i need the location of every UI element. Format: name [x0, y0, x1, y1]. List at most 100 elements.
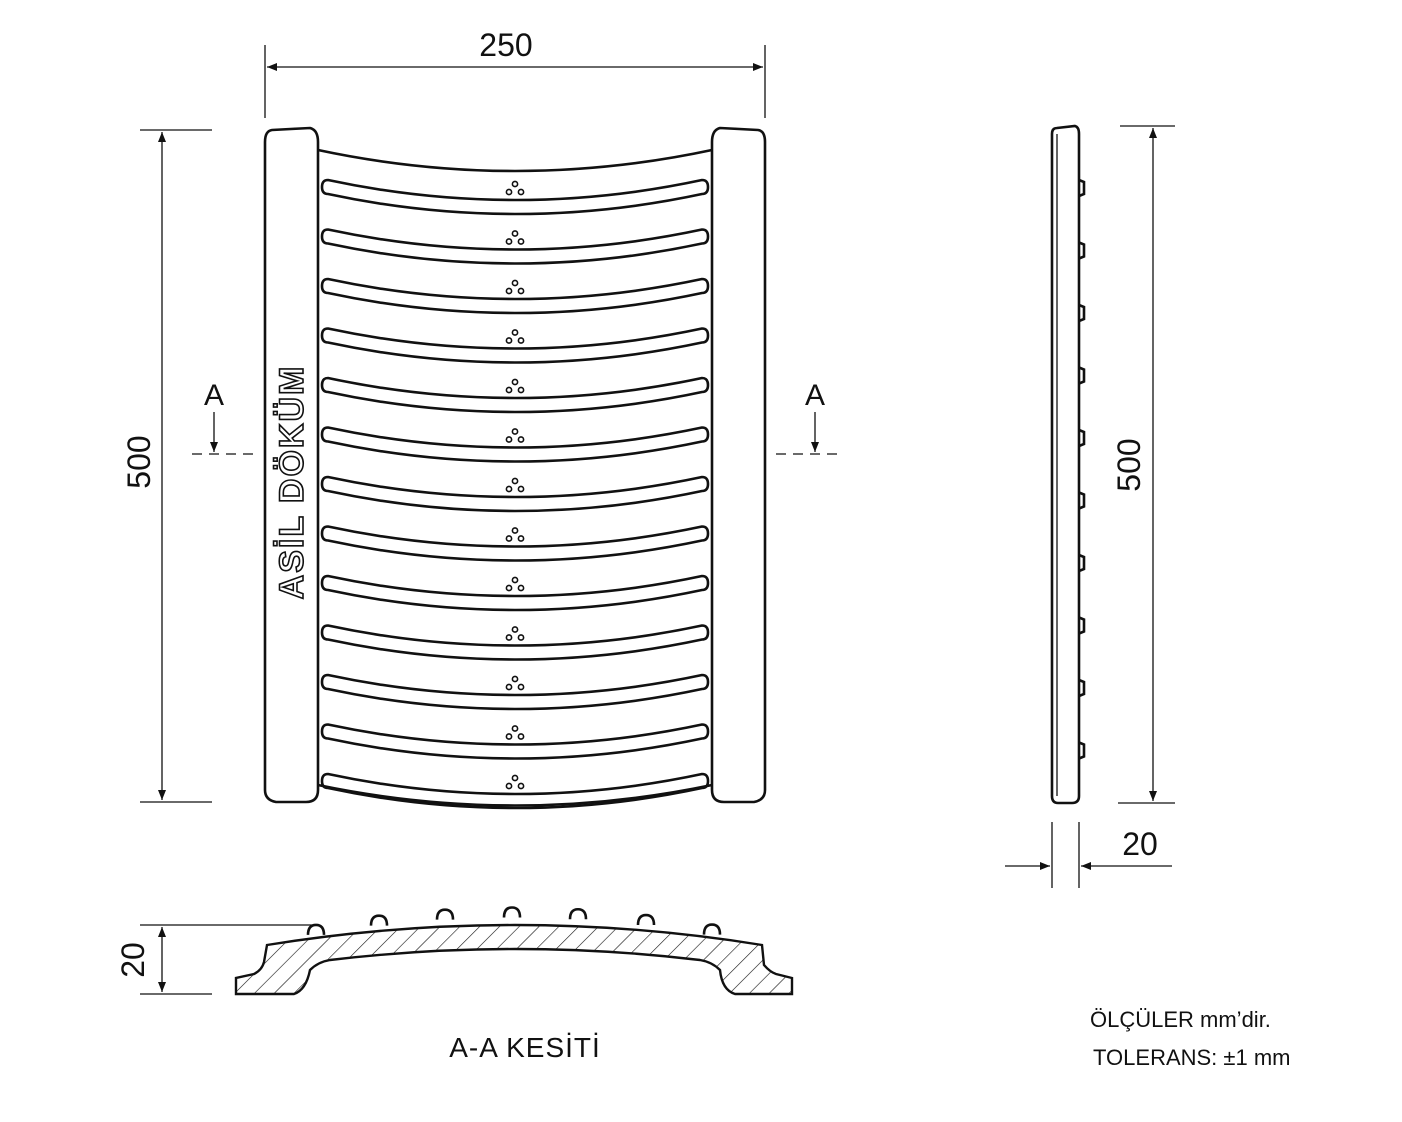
slot	[320, 574, 710, 612]
logo-dot	[511, 329, 519, 336]
slot	[320, 723, 710, 760]
logo-dot	[511, 477, 519, 485]
section-profile	[234, 923, 794, 996]
grate-slots	[320, 178, 710, 810]
section-view: 20 A-A KESİTİ	[115, 906, 794, 1063]
logo-dot	[511, 725, 519, 732]
slot-outline	[320, 228, 710, 265]
front-view: 250 500 ASİL DÖKÜM A A	[121, 27, 840, 810]
logo-dot	[505, 485, 513, 493]
logo-dot	[517, 337, 525, 344]
logo-dot	[517, 634, 525, 641]
section-bump	[369, 914, 389, 926]
side-rib	[1078, 366, 1086, 385]
slot	[320, 228, 710, 265]
slot	[320, 772, 710, 810]
logo-dot	[505, 782, 513, 790]
logo-dot	[517, 386, 525, 394]
side-rib	[1078, 553, 1086, 573]
slot-outline	[320, 624, 710, 661]
grate-top-edge	[317, 148, 713, 173]
side-height-dimension: 500	[1111, 125, 1175, 804]
slot-outline	[320, 475, 710, 513]
brand-text: ASİL DÖKÜM	[273, 365, 311, 600]
section-marker-right: A	[776, 379, 840, 455]
side-height-dim-label: 500	[1111, 438, 1147, 491]
section-bump	[702, 923, 722, 935]
logo-dot	[517, 683, 525, 691]
logo-dot	[517, 238, 525, 245]
width-dim-label: 250	[479, 27, 532, 63]
logo-dot	[505, 683, 513, 691]
section-letter-right: A	[805, 379, 825, 412]
side-view: 500 20	[1005, 124, 1175, 888]
left-rail	[263, 126, 320, 804]
logo-dot	[511, 230, 519, 237]
logo-dot	[511, 774, 519, 782]
section-height-dimension: 20	[115, 924, 318, 995]
logo-dot	[517, 733, 525, 740]
side-rib	[1078, 741, 1086, 760]
right-rail	[710, 126, 767, 804]
slot	[320, 525, 710, 562]
side-rib	[1078, 241, 1086, 260]
height-dimension: 500	[121, 129, 212, 803]
logo-dot	[505, 238, 513, 245]
logo-dot	[517, 584, 525, 592]
section-caption: A-A KESİTİ	[449, 1032, 601, 1063]
logo-dot	[505, 535, 513, 542]
side-rib	[1078, 678, 1086, 698]
side-profile	[1050, 124, 1081, 805]
section-marker-left: A	[192, 379, 255, 455]
logo-dot	[517, 485, 525, 493]
side-rib	[1078, 303, 1086, 323]
section-bump	[636, 913, 656, 926]
logo-dot	[511, 279, 519, 287]
logo-dot	[505, 436, 513, 443]
section-bump	[568, 907, 588, 920]
side-rib	[1078, 428, 1086, 448]
slot	[320, 624, 710, 661]
grate-bottom-edge	[317, 783, 713, 807]
logo-dot	[505, 386, 513, 394]
logo-dot	[517, 436, 525, 443]
logo-dot	[505, 584, 513, 592]
logo-dot	[517, 287, 525, 295]
slot-outline	[320, 178, 710, 216]
logo-dot	[511, 378, 519, 386]
slot	[320, 277, 710, 315]
logo-dot	[505, 634, 513, 641]
logo-dot	[511, 675, 519, 683]
side-ribs	[1078, 178, 1086, 760]
side-rib	[1078, 178, 1086, 198]
slot-outline	[320, 376, 710, 414]
tolerance-note: TOLERANS: ±1 mm	[1093, 1045, 1290, 1070]
slot	[320, 178, 710, 216]
slot-outline	[320, 277, 710, 315]
section-height-dim-label: 20	[115, 942, 151, 978]
slot	[320, 327, 710, 364]
slot	[320, 475, 710, 513]
logo-dot	[511, 576, 519, 584]
logo-dot	[517, 535, 525, 542]
section-letter-left: A	[204, 379, 224, 412]
slot-outline	[320, 772, 710, 810]
width-dimension: 250	[264, 27, 766, 118]
logo-dot	[505, 188, 513, 196]
thickness-dimension: 20	[1005, 822, 1172, 888]
thickness-dim-label: 20	[1122, 826, 1158, 862]
logo-dot	[511, 428, 519, 435]
slot	[320, 426, 710, 463]
logo-dot	[505, 287, 513, 295]
slot-outline	[320, 327, 710, 364]
slot-outline	[320, 574, 710, 612]
slot-outline	[320, 723, 710, 760]
slot-outline	[320, 525, 710, 562]
height-dim-label: 500	[121, 435, 157, 488]
side-rib	[1078, 491, 1086, 510]
logo-dot	[511, 527, 519, 534]
slot-outline	[320, 673, 710, 711]
slot-outline	[320, 426, 710, 463]
logo-dot	[505, 733, 513, 740]
slot	[320, 673, 710, 711]
